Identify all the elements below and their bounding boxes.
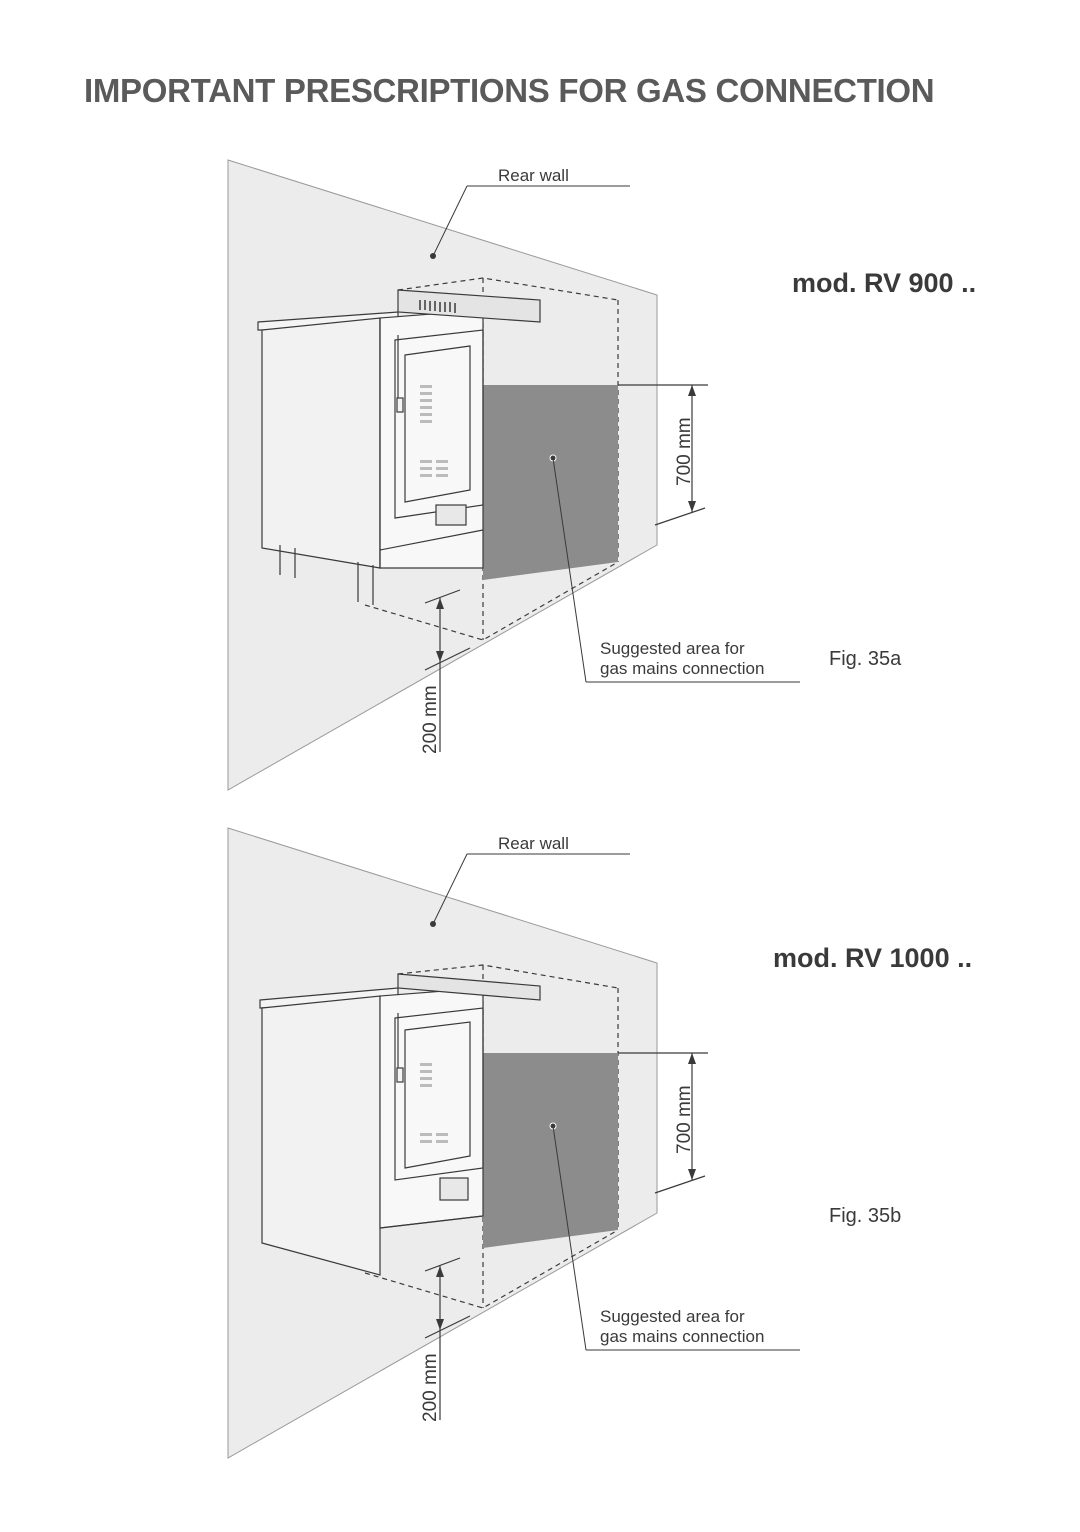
cooker-appliance <box>257 289 541 605</box>
rear-wall-label: Rear wall <box>498 834 569 853</box>
model-label-rv1000: mod. RV 1000 .. <box>773 943 973 973</box>
dimension-200mm <box>424 589 471 752</box>
suggested-area-label-line2: gas mains connection <box>600 659 764 678</box>
figure-35b-diagram: Rear wall 700 mm <box>227 827 800 1459</box>
dimension-200-label: 200 mm <box>420 1353 441 1422</box>
dimension-700mm <box>618 384 708 526</box>
suggested-connection-area <box>483 385 618 580</box>
page-title: IMPORTANT PRESCRIPTIONS FOR GAS CONNECTI… <box>84 72 935 109</box>
dimension-200-label: 200 mm <box>420 685 441 754</box>
suggested-area-label-line1: Suggested area for <box>600 1307 745 1326</box>
suggested-connection-area <box>483 1053 618 1248</box>
figure-35a-diagram: Rear wall <box>227 159 800 791</box>
suggested-area-label-line2: gas mains connection <box>600 1327 764 1346</box>
figure-caption-35a: Fig. 35a <box>829 648 902 670</box>
figure-caption-35b: Fig. 35b <box>829 1205 902 1227</box>
rear-wall-label: Rear wall <box>498 166 569 185</box>
dimension-700-label: 700 mm <box>674 1085 695 1154</box>
dimension-700mm <box>618 1052 708 1194</box>
dimension-700-label: 700 mm <box>674 417 695 486</box>
model-label-rv900: mod. RV 900 .. <box>792 268 977 298</box>
dimension-200mm <box>424 1257 471 1420</box>
suggested-area-label-line1: Suggested area for <box>600 639 745 658</box>
cooker-appliance <box>259 973 541 1276</box>
